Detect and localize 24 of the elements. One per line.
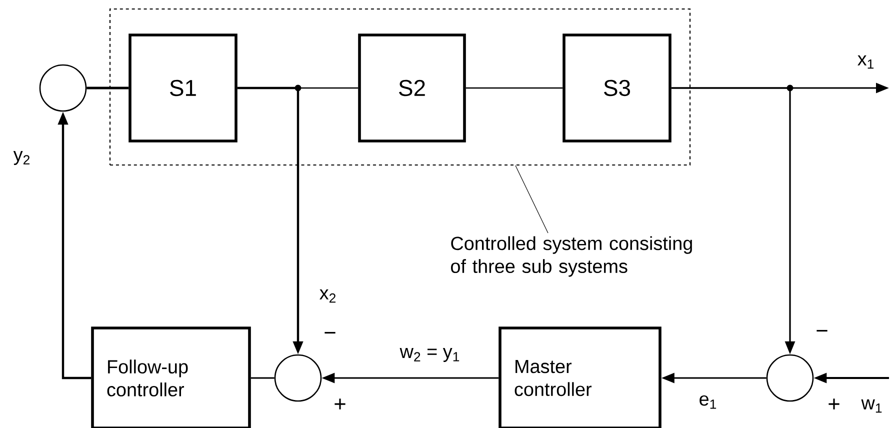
connector-line xyxy=(86,86,129,90)
sign-label: + xyxy=(828,398,840,410)
sign-label: − xyxy=(324,332,336,334)
summing-circle xyxy=(39,64,87,112)
block-box: Follow-up controller xyxy=(91,326,251,428)
leader-line xyxy=(515,165,548,234)
edge-label: e$_{1}$ xyxy=(698,394,718,410)
edge-label: x$_{1}$ xyxy=(856,54,876,70)
block-box: S3 xyxy=(562,34,672,142)
block-box: S2 xyxy=(358,34,466,142)
summing-circle xyxy=(274,354,322,402)
edge-label: w$_{2}$ = y$_{1}$ xyxy=(398,347,462,363)
edge-label: x$_{2}$ xyxy=(318,288,338,304)
sign-label: − xyxy=(816,330,828,332)
annotation-text: Controlled system consisting of three sub systems xyxy=(451,236,692,277)
block-box: Master controller xyxy=(498,326,662,428)
block-box: S1 xyxy=(128,34,238,142)
dashed-frame xyxy=(109,8,691,166)
sign-label: + xyxy=(334,398,346,410)
summing-circle xyxy=(766,354,814,402)
edge-label: w$_{1}$ xyxy=(860,398,884,414)
connector-line xyxy=(466,87,563,89)
edge-label: y$_{2}$ xyxy=(12,150,32,166)
connector-line xyxy=(250,377,274,379)
